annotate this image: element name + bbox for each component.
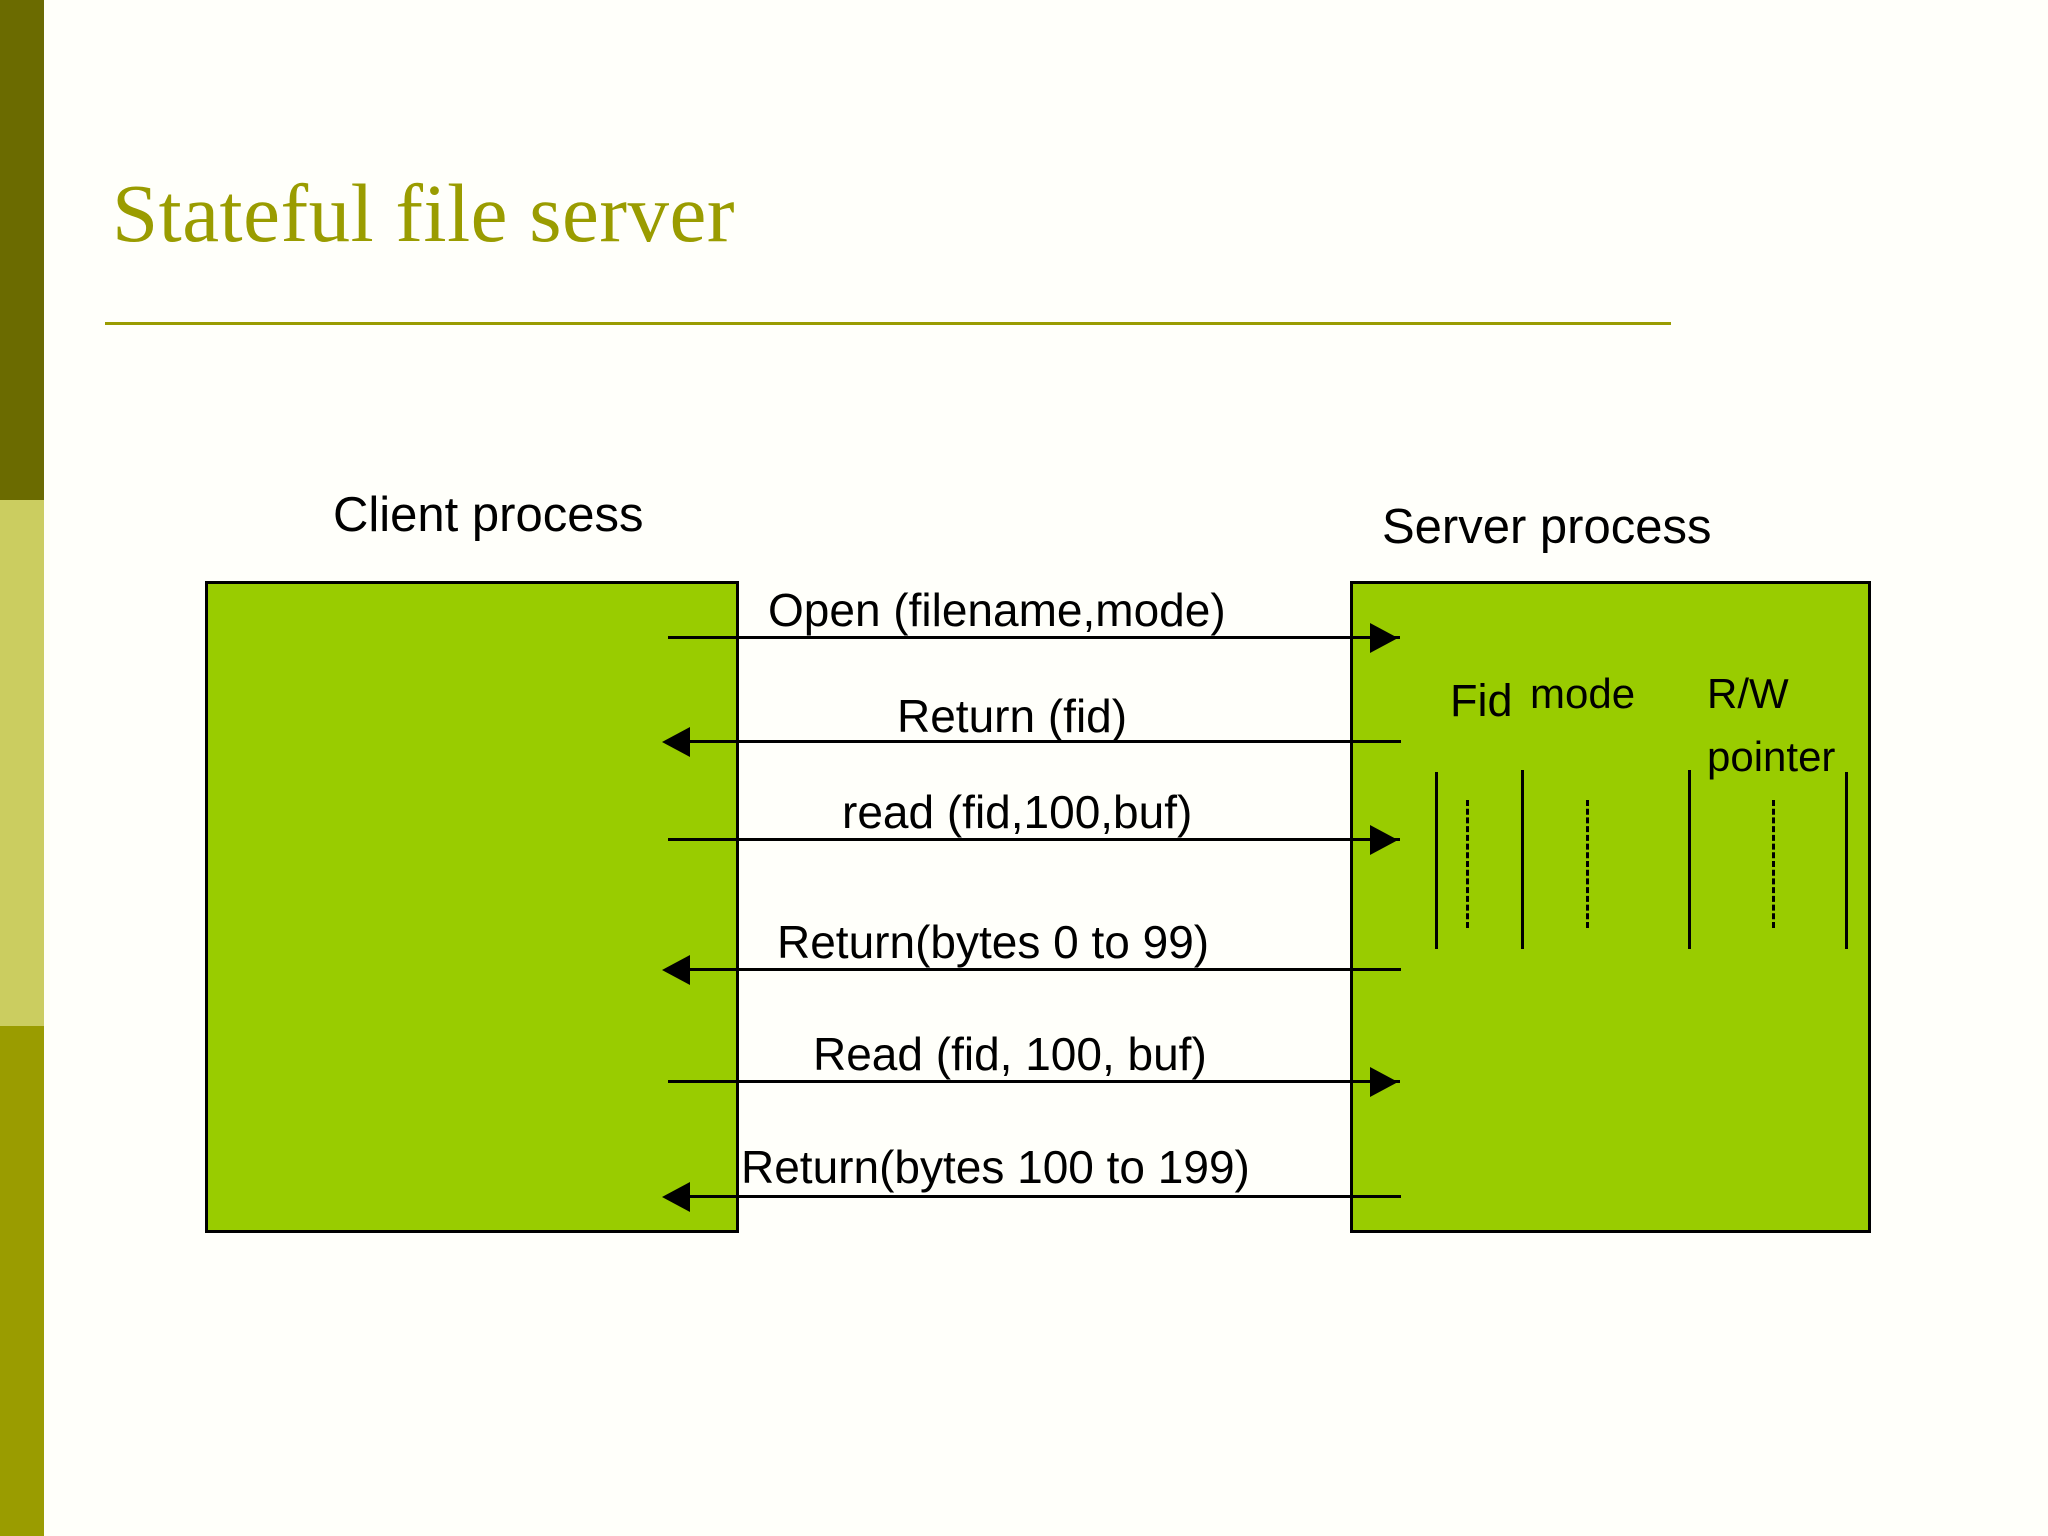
title-underline-rule: [105, 322, 1671, 325]
sidebar-band-dark-olive: [0, 0, 44, 500]
table-rule-1: [1435, 772, 1438, 949]
message-label: Return(bytes 100 to 199): [741, 1141, 1250, 1193]
table-rule-3: [1688, 770, 1691, 949]
sidebar-decoration: [0, 0, 44, 1536]
message-arrow-line: [668, 838, 1400, 841]
message-arrow-line: [690, 740, 1401, 743]
table-rule-2: [1521, 770, 1524, 949]
client-process-label: Client process: [333, 488, 644, 542]
message-arrow-line: [668, 1080, 1400, 1083]
mode-column-header: mode: [1530, 670, 1636, 717]
message-label: Open (filename,mode): [768, 584, 1226, 636]
pointer-column-header: pointer: [1707, 733, 1836, 780]
message-label: Return(bytes 0 to 99): [777, 916, 1210, 968]
rw-column-header: R/W: [1707, 670, 1789, 717]
message-label: Return (fid): [897, 690, 1128, 742]
arrow-head-right-icon: [1370, 825, 1398, 855]
message-arrow-line: [690, 1195, 1401, 1198]
message-arrow-line: [690, 968, 1401, 971]
page-title: Stateful file server: [112, 167, 736, 259]
arrow-head-right-icon: [1370, 1067, 1398, 1097]
sidebar-band-olive: [0, 1026, 44, 1536]
server-process-label: Server process: [1382, 500, 1712, 554]
arrow-head-left-icon: [662, 1182, 690, 1212]
arrow-head-right-icon: [1370, 623, 1398, 653]
message-label: Read (fid, 100, buf): [813, 1028, 1207, 1080]
table-dotted-rule-3: [1772, 800, 1775, 928]
arrow-head-left-icon: [662, 955, 690, 985]
message-arrow-line: [668, 636, 1400, 639]
table-dotted-rule-2: [1586, 800, 1589, 928]
message-label: read (fid,100,buf): [842, 786, 1193, 838]
client-process-box: [205, 581, 739, 1233]
table-rule-4: [1845, 772, 1848, 949]
table-dotted-rule-1: [1466, 800, 1469, 928]
arrow-head-left-icon: [662, 727, 690, 757]
fid-column-header: Fid: [1450, 675, 1513, 726]
sidebar-divider: [44, 0, 50, 1536]
sidebar-band-light-olive: [0, 500, 44, 1026]
